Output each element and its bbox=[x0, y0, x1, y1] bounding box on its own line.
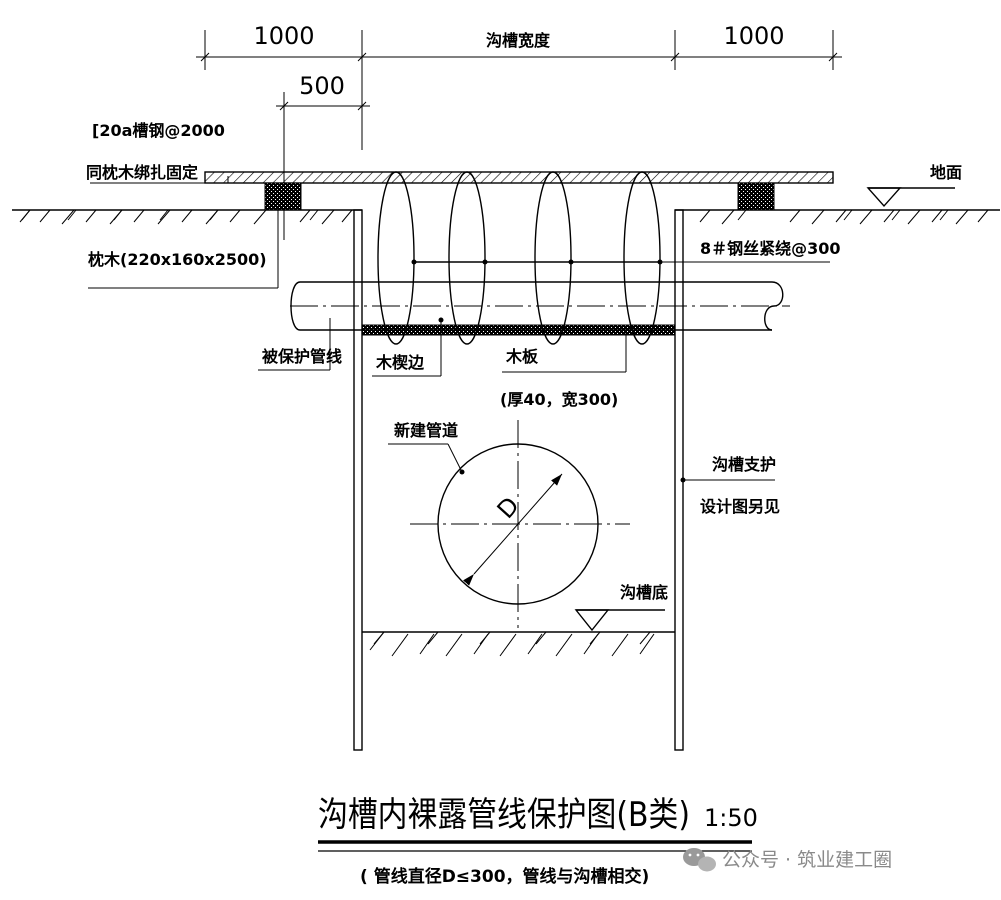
wechat-icon bbox=[683, 848, 716, 872]
steel-wire-label: 8＃钢丝紧绕@300 bbox=[700, 239, 841, 258]
leader-lines-top bbox=[88, 176, 830, 289]
trench-bottom bbox=[362, 609, 675, 657]
channel-steel-label-line2: 同枕木绑扎固定 bbox=[86, 163, 198, 182]
watermark-text: 公众号 · 筑业建工圈 bbox=[722, 849, 892, 871]
dimension-trench-width: 沟槽宽度 bbox=[486, 31, 551, 50]
wooden-board-label: 木板 bbox=[505, 347, 539, 366]
ground-surface bbox=[12, 187, 1000, 225]
protected-pipeline-label: 被保护管线 bbox=[262, 347, 342, 366]
board-spec-label: (厚40，宽300) bbox=[500, 390, 618, 409]
new-pipe bbox=[388, 420, 630, 628]
sleeper-right bbox=[737, 182, 775, 211]
channel-steel-beam bbox=[204, 171, 834, 184]
trench-support-leader bbox=[680, 477, 775, 483]
dimension-left-width: 1000 bbox=[253, 22, 314, 50]
trench-bottom-label: 沟槽底 bbox=[620, 583, 668, 602]
trench-support-label-line2: 设计图另见 bbox=[700, 497, 780, 516]
wooden-wedge-label: 木楔边 bbox=[375, 353, 425, 372]
trench-support-label-line1: 沟槽支护 bbox=[712, 455, 776, 474]
dimension-lines bbox=[196, 30, 842, 240]
diameter-label: D bbox=[492, 492, 525, 524]
new-pipe-label: 新建管道 bbox=[394, 421, 458, 440]
sleeper-label: 枕木(220x160x2500) bbox=[88, 250, 267, 269]
ground-label: 地面 bbox=[930, 163, 962, 182]
steel-wire-coils bbox=[377, 171, 663, 345]
sleeper-left bbox=[264, 182, 302, 211]
channel-steel-label-line1: [20a槽钢@2000 bbox=[92, 121, 225, 140]
drawing-scale: 1:50 bbox=[704, 804, 758, 832]
dimension-sleeper-offset: 500 bbox=[299, 72, 345, 100]
leader-lines-bottom bbox=[258, 318, 627, 377]
drawing-title: 沟槽内裸露管线保护图(B类) bbox=[318, 795, 690, 835]
dimension-right-width: 1000 bbox=[723, 22, 784, 50]
protected-pipeline bbox=[290, 281, 790, 331]
drawing-subtitle: ( 管线直径D≤300，管线与沟槽相交) bbox=[360, 866, 649, 887]
